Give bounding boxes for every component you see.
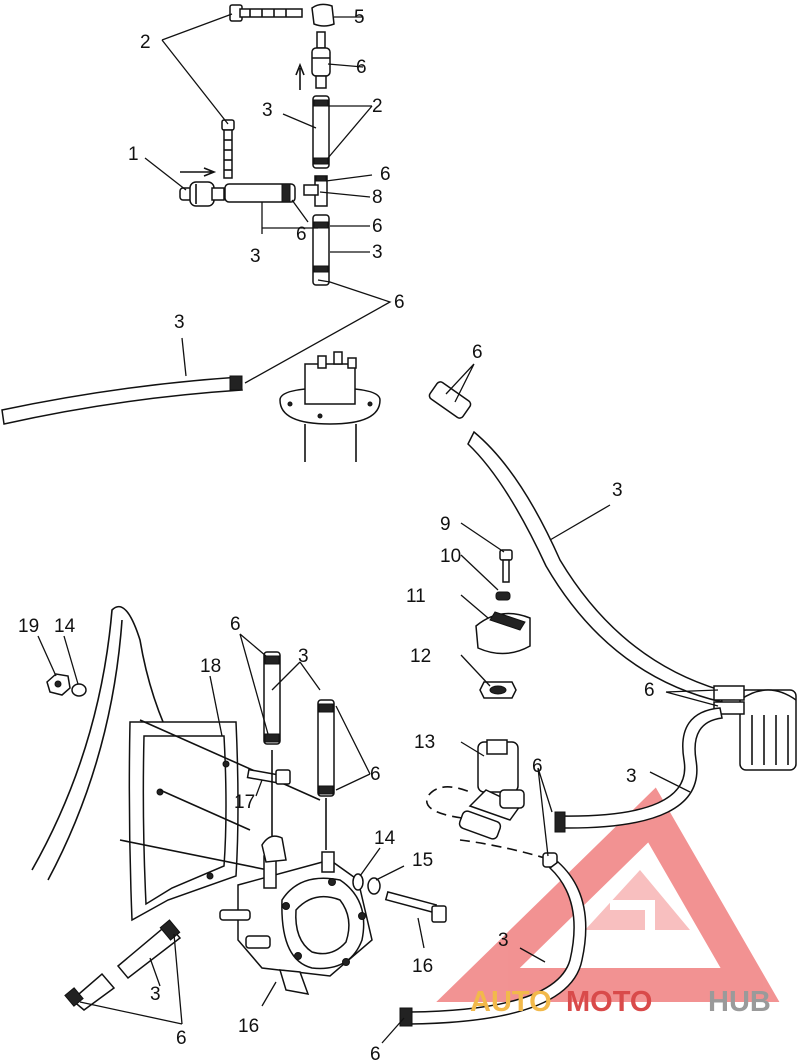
- hose-part-3-horizontal: [224, 183, 296, 203]
- callout-6: 6: [472, 342, 483, 363]
- callout-5: 6: [356, 57, 367, 78]
- callout-3: 3: [250, 246, 261, 267]
- callout-3: 3: [150, 984, 161, 1005]
- alignment-lines: [119, 719, 321, 871]
- callout-6: 6: [532, 756, 543, 777]
- flow-arrow-up: [295, 62, 305, 90]
- hose-part-3-lower-right: [381, 767, 587, 1044]
- hose-part-3-filter-to-tee: [554, 707, 723, 833]
- callout-6: 6: [370, 764, 381, 785]
- vent-hose-left: [31, 605, 177, 881]
- callout-6: 6: [372, 216, 383, 237]
- callout-11: 12: [410, 646, 431, 667]
- flow-arrow-right: [180, 167, 217, 177]
- hose-part-3-pump-right: [317, 699, 335, 850]
- screw-part-8: [499, 549, 513, 583]
- washer-part-13: [352, 873, 364, 891]
- callout-6: 6: [296, 224, 307, 245]
- callout-3: 3: [372, 242, 383, 263]
- callout-6: 6: [380, 164, 391, 185]
- callout-14: 15: [412, 850, 433, 871]
- check-valve-part-5: [311, 31, 331, 89]
- callout-3: 3: [612, 480, 623, 501]
- callout-3: 3: [262, 100, 273, 121]
- callout-6: 6: [230, 614, 241, 635]
- bolt-part-17: [246, 768, 291, 797]
- screw-part-2: [221, 119, 235, 179]
- hose-part-3-upper-vertical: [312, 95, 330, 169]
- mounting-plate-part-18: [128, 675, 239, 922]
- valve-body-part-12: [425, 739, 525, 840]
- callout-19: 19: [18, 616, 39, 637]
- callout-6: 6: [370, 1044, 381, 1063]
- fuel-tank-sender-unit: [279, 351, 381, 462]
- callout-14: 14: [54, 616, 76, 637]
- callout-18: 18: [200, 656, 221, 677]
- callout-6: 6: [394, 292, 405, 313]
- inline-fitting-part-1: [179, 181, 225, 207]
- callout-labels: 5 2 6 3 2 1 6 8 6 6 3 3 6 3 6 3 9 10 11 …: [18, 7, 655, 1063]
- callout-6: 6: [176, 1028, 187, 1049]
- washer-part-14-right: [367, 877, 381, 895]
- callout-2: 2: [372, 96, 383, 117]
- watermark-auto: AUTO: [470, 986, 552, 1018]
- cap-part-4: [311, 3, 335, 27]
- callout-9: 10: [440, 546, 461, 567]
- hose-part-3-right-to-filter: [428, 363, 723, 703]
- assembly-route-dashed: [459, 839, 546, 859]
- callout-12: 13: [414, 732, 435, 753]
- shutoff-valve-assembly: [425, 522, 531, 840]
- nut-part-11: [479, 681, 517, 699]
- hose-part-3-lower-vertical: [312, 214, 330, 286]
- callout-15: 16: [412, 956, 433, 977]
- callout-3: 3: [174, 312, 185, 333]
- hose-part-3-long-left: [1, 337, 243, 425]
- watermark-text: AUTO MOTO HUB: [470, 986, 771, 1018]
- clamp-part-2-top: [229, 4, 303, 22]
- tee-fitting-part-7: [303, 175, 328, 207]
- callout-16: 16: [238, 1016, 259, 1037]
- knob-part-10: [475, 611, 531, 655]
- callout-1: 1: [128, 144, 139, 165]
- washer-part-9: [495, 591, 511, 601]
- callout-3: 3: [626, 766, 637, 787]
- callout-13: 14: [374, 828, 396, 849]
- callout-3: 3: [298, 646, 309, 667]
- bolt-part-15: [384, 891, 447, 949]
- callout-4: 5: [354, 7, 365, 28]
- watermark-moto: MOTO: [566, 986, 652, 1018]
- hose-part-3-pump-left: [263, 651, 281, 840]
- fuel-pump-part-16: [219, 835, 373, 1007]
- callout-8: 9: [440, 514, 451, 535]
- watermark-hub: HUB: [708, 986, 771, 1018]
- top-fitting-assembly: [144, 3, 392, 384]
- callout-17: 17: [234, 792, 255, 813]
- hose-part-3-lower-left: [64, 919, 183, 1025]
- washer-part-14-left: [71, 683, 87, 697]
- callout-2: 2: [140, 32, 151, 53]
- callout-6: 6: [644, 680, 655, 701]
- nut-part-19: [46, 673, 71, 696]
- callout-3: 3: [498, 930, 509, 951]
- callout-7: 8: [372, 187, 383, 208]
- fuel-filter: [713, 685, 797, 771]
- callout-10: 11: [406, 586, 426, 607]
- watermark-logo: [436, 787, 780, 1002]
